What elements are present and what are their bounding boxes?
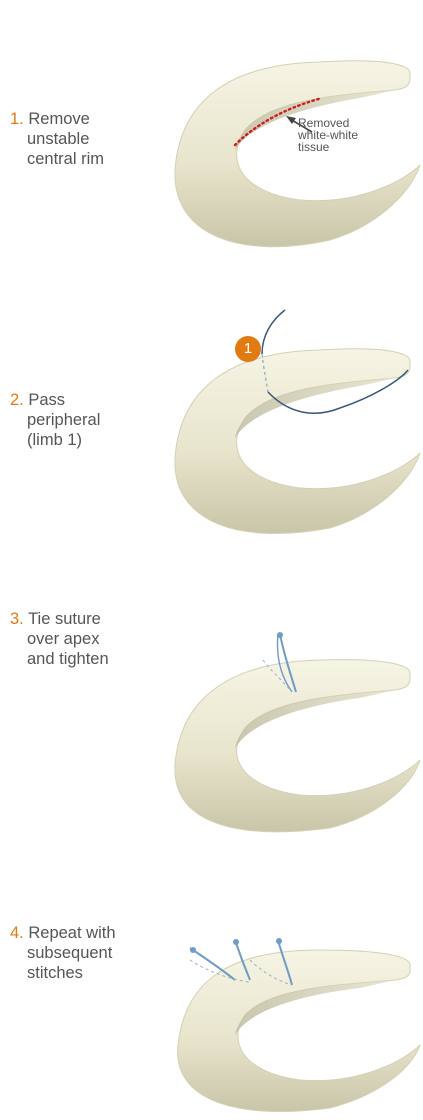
step-number: 3. [10,610,24,628]
step-text: Repeat with [28,924,115,942]
step-text: over apex [10,629,170,649]
suture-knot [277,632,283,638]
step-text: Pass [28,391,65,409]
step-2: 1 2. Pass peripheral (limb 1) [0,280,423,560]
step-1: Removed white-white tissue 1. Remove uns… [0,0,423,280]
badge-number: 1 [235,340,261,358]
suture-knot [233,939,239,945]
step-text: peripheral [10,410,170,430]
annotation-arrowhead [286,116,296,124]
step-4-label: 4. Repeat with subsequent stitches [10,923,170,983]
annotation-line: tissue [298,141,358,153]
meniscus-body [178,950,420,1112]
step-text: (limb 1) [10,430,170,450]
step-3: 3. Tie suture over apex and tighten [0,560,423,840]
suture-knot [190,947,196,953]
meniscus-body [175,349,420,534]
step-text: unstable [10,129,170,149]
step-number: 1. [10,110,24,128]
suture-knot [276,938,282,944]
step-3-label: 3. Tie suture over apex and tighten [10,609,170,669]
meniscus-illustration-3 [0,560,423,840]
suture-thread [262,310,285,354]
step-number: 2. [10,391,24,409]
step-text: central rim [10,149,170,169]
step-2-label: 2. Pass peripheral (limb 1) [10,390,170,450]
step-4: 4. Repeat with subsequent stitches [0,840,423,1120]
annotation-removed-tissue: Removed white-white tissue [298,117,358,153]
meniscus-body [175,660,420,832]
step-text: Tie suture [28,610,101,628]
step-text: stitches [10,963,170,983]
step-text: Remove [28,110,89,128]
step-number: 4. [10,924,24,942]
step-text: subsequent [10,943,170,963]
step-text: and tighten [10,649,170,669]
step-1-label: 1. Remove unstable central rim [10,109,170,169]
